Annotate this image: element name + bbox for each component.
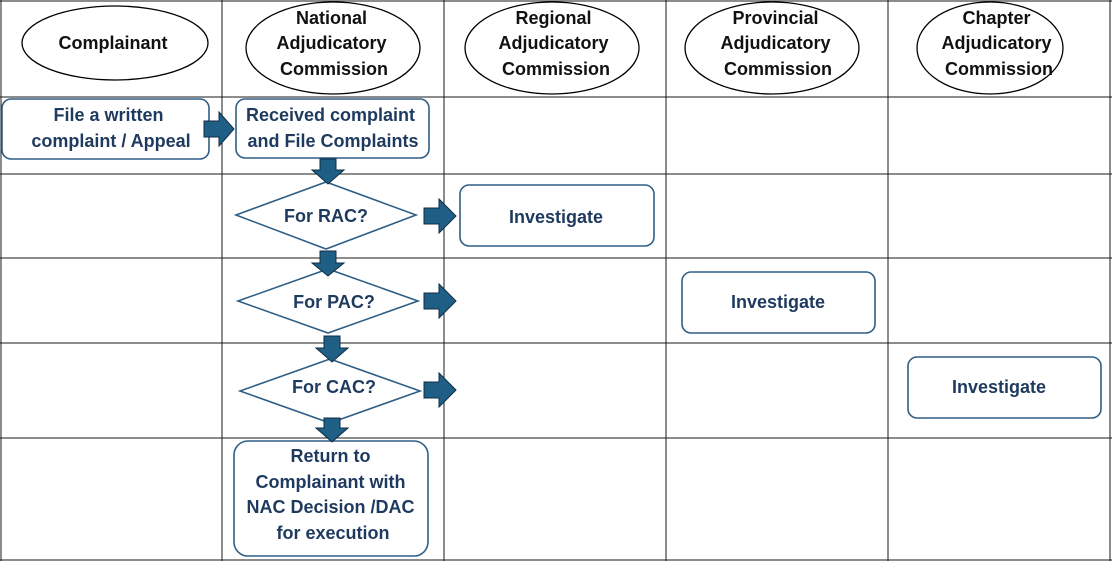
arrow-right-pac (423, 282, 457, 320)
arrow-right-rac (423, 197, 457, 235)
svg-text:National Adjudicatory: National Adjudicatory Commission (276, 8, 391, 79)
node-return-to-complainant: Return to Complainant with NAC Decision … (233, 440, 429, 557)
arrow-down-pac-to-cac (314, 335, 350, 363)
svg-text:Complainant: Complainant (58, 33, 167, 53)
svg-text:For PAC?: For PAC? (293, 292, 375, 312)
decision-for-cac: For CAC? (237, 358, 423, 424)
lane-header-national: National Adjudicatory Commission (245, 1, 421, 95)
lane-header-regional: Regional Adjudicatory Commission (464, 1, 640, 95)
arrow-down-cac-to-return (314, 417, 350, 443)
svg-text:Provincial Adjudicatory: Provincial Adjudicatory Commission (720, 8, 835, 79)
node-received-complaint: Received complaint and File Complaints (235, 98, 430, 159)
arrow-right-cac (423, 371, 457, 409)
svg-text:Investigate: Investigate (952, 377, 1046, 397)
svg-text:Chapter Adjudicatory: Chapter Adjudicatory Commission (941, 8, 1056, 79)
svg-text:Return to Complainant wi: Return to Complainant with NAC Decision … (246, 446, 419, 543)
svg-text:For CAC?: For CAC? (292, 377, 376, 397)
svg-text:File a written complaint: File a written complaint / Appeal (31, 105, 190, 151)
node-investigate-cac: Investigate (907, 356, 1102, 419)
svg-text:Regional Adjudicatory: Regional Adjudicatory Commission (498, 8, 613, 79)
lane-header-chapter: Chapter Adjudicatory Commission (916, 1, 1064, 95)
node-investigate-rac: Investigate (459, 184, 655, 247)
decision-for-pac: For PAC? (235, 268, 421, 334)
arrow-right-file-to-received (203, 110, 235, 148)
svg-text:Investigate: Investigate (509, 207, 603, 227)
lane-header-complainant: Complainant (21, 5, 209, 81)
node-file-written-complaint: File a written complaint / Appeal (1, 98, 210, 160)
lane-header-provincial: Provincial Adjudicatory Commission (684, 1, 860, 95)
arrows (203, 110, 457, 443)
decision-for-rac: For RAC? (233, 181, 419, 250)
arrow-down-rac-to-pac (310, 250, 346, 277)
svg-text:Received complaint and F: Received complaint and File Complaints (246, 105, 420, 151)
arrow-down-received-to-rac (310, 158, 346, 185)
svg-text:Investigate: Investigate (731, 292, 825, 312)
svg-text:For RAC?: For RAC? (284, 206, 368, 226)
node-investigate-pac: Investigate (681, 271, 876, 334)
